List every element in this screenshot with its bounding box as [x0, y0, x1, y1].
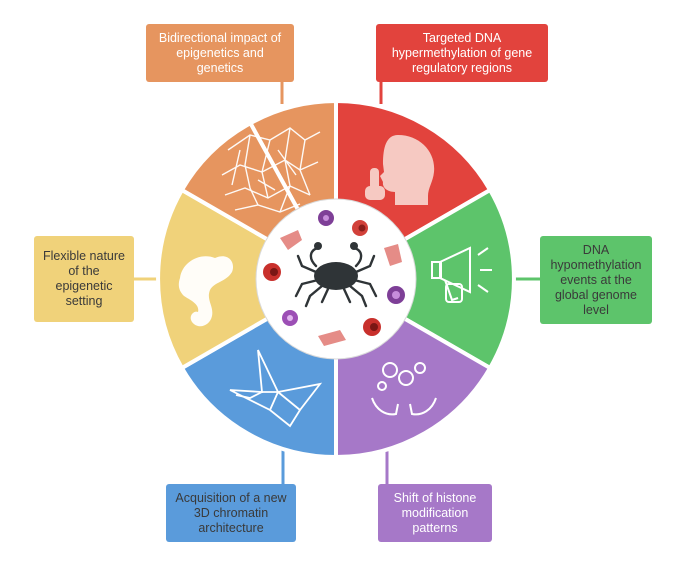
- silence-head-icon: [365, 135, 435, 205]
- label-bidirectional-impact: Bidirectional impact of epigenetics and …: [158, 30, 282, 75]
- label-3d-chromatin: Acquisition of a new 3D chromatin archit…: [175, 490, 287, 535]
- label-flexible-setting: Flexible nature of the epigenetic settin…: [43, 249, 125, 308]
- juggling-hands-icon: [371, 362, 437, 416]
- label-targeted-hypermethylation: Targeted DNA hypermethylation of gene re…: [391, 30, 533, 75]
- crab-icon: [294, 242, 378, 308]
- megaphone-icon: [431, 246, 492, 303]
- cell-spindle-top-left: [280, 230, 302, 250]
- box-histone-modification: Shift of histone modification patterns: [378, 484, 492, 542]
- cell-nucleus: [392, 291, 400, 299]
- cancer-cells: [263, 210, 405, 346]
- label-histone-modification: Shift of histone modification patterns: [393, 490, 477, 535]
- cell-nucleus: [358, 224, 366, 232]
- cell-spindle-right: [384, 244, 402, 266]
- cracked-pattern-icon: [221, 127, 321, 213]
- cell-nucleus: [323, 215, 329, 221]
- cell-nucleus: [370, 323, 378, 331]
- label-hypomethylation: DNA hypomethylation events at the global…: [550, 242, 642, 317]
- chameleon-icon: [178, 256, 234, 327]
- cell-spindle-bottom: [318, 330, 346, 346]
- box-targeted-hypermethylation: Targeted DNA hypermethylation of gene re…: [376, 24, 548, 82]
- box-hypomethylation: DNA hypomethylation events at the global…: [540, 236, 652, 324]
- box-flexible-setting: Flexible nature of the epigenetic settin…: [34, 236, 134, 322]
- box-bidirectional-impact: Bidirectional impact of epigenetics and …: [146, 24, 294, 82]
- cell-nucleus: [287, 315, 293, 321]
- origami-crane-icon: [229, 349, 323, 428]
- cell-nucleus: [270, 268, 278, 276]
- box-3d-chromatin: Acquisition of a new 3D chromatin archit…: [166, 484, 296, 542]
